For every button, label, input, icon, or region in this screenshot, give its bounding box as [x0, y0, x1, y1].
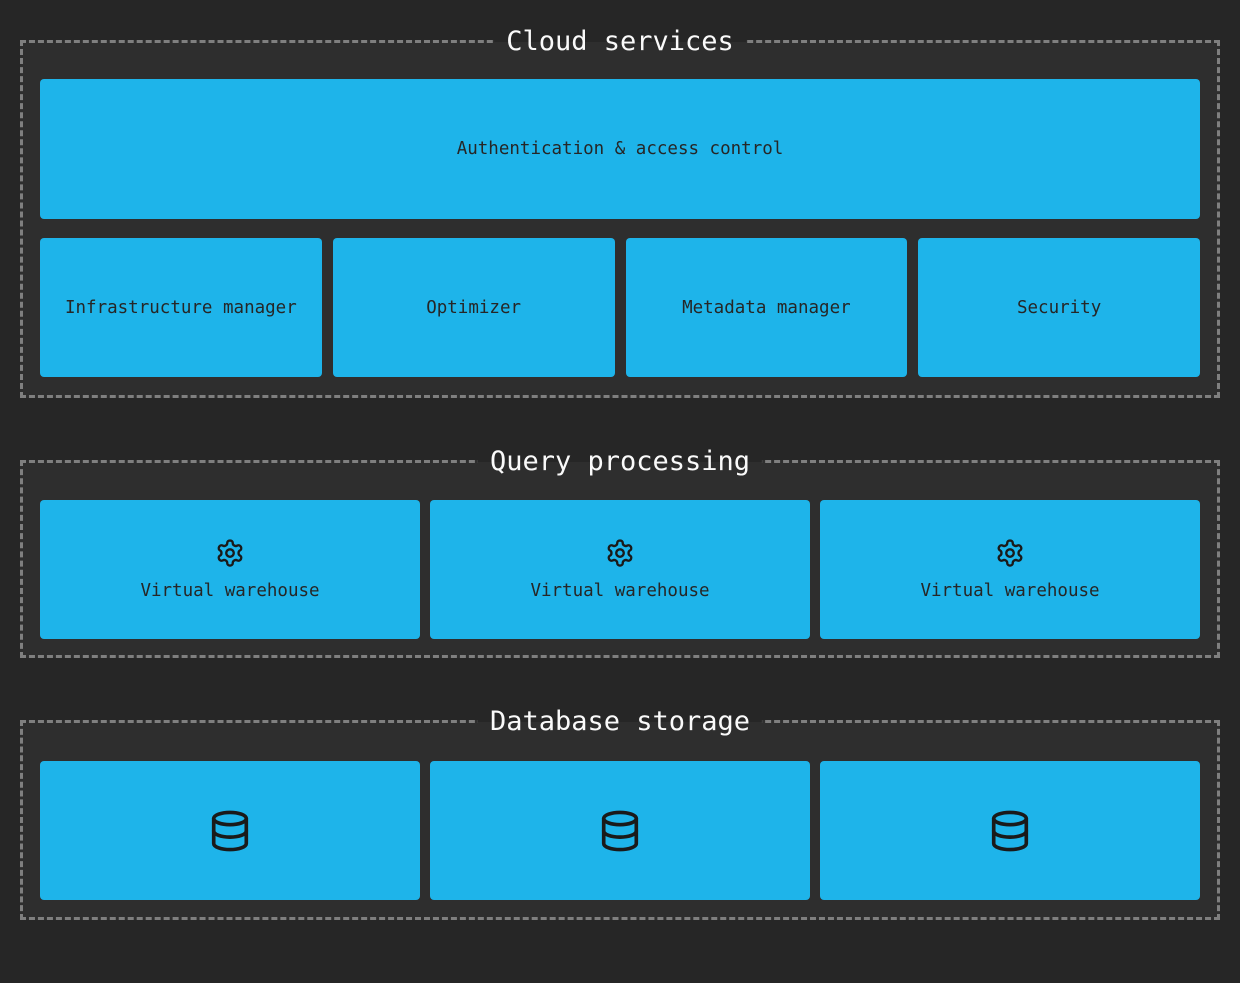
- database-icon: [597, 807, 643, 855]
- box-label: Optimizer: [426, 297, 522, 318]
- gear-icon: [605, 538, 635, 568]
- database-box: [820, 761, 1200, 900]
- section-query-processing: Query processing Virtual warehouse: [20, 441, 1220, 658]
- database-icon: [207, 807, 253, 855]
- box-label: Virtual warehouse: [920, 581, 1100, 601]
- storage-row: [40, 761, 1200, 900]
- section-title: Database storage: [477, 701, 763, 742]
- section-cloud-services: Cloud services Authentication & access c…: [20, 21, 1220, 398]
- box-label: Infrastructure manager: [64, 297, 297, 318]
- box-label: Virtual warehouse: [140, 581, 320, 601]
- security-box: Security: [918, 238, 1200, 377]
- infrastructure-manager-box: Infrastructure manager: [40, 238, 322, 377]
- database-box: [430, 761, 810, 900]
- box-label: Metadata manager: [682, 297, 851, 318]
- section-database-storage: Database storage: [20, 701, 1220, 920]
- gear-icon: [995, 538, 1025, 568]
- virtual-warehouse-box: Virtual warehouse: [820, 500, 1200, 639]
- box-label: Virtual warehouse: [530, 581, 710, 601]
- database-box: [40, 761, 420, 900]
- optimizer-box: Optimizer: [332, 238, 615, 377]
- section-body: Virtual warehouse Virtual warehouse: [23, 463, 1217, 655]
- warehouses-row: Virtual warehouse Virtual warehouse: [40, 500, 1200, 639]
- box-label: Authentication & access control: [456, 139, 784, 159]
- auth-access-control-box: Authentication & access control: [40, 79, 1200, 219]
- section-title: Cloud services: [494, 21, 746, 62]
- gear-icon: [215, 538, 245, 568]
- virtual-warehouse-box: Virtual warehouse: [40, 500, 420, 639]
- box-label: Security: [1016, 297, 1102, 318]
- metadata-manager-box: Metadata manager: [625, 238, 908, 377]
- section-body: [23, 723, 1217, 917]
- section-title: Query processing: [477, 441, 763, 482]
- database-icon: [987, 807, 1033, 855]
- cloud-services-row: Infrastructure manager Optimizer Metadat…: [40, 238, 1200, 377]
- architecture-diagram: Cloud services Authentication & access c…: [0, 21, 1240, 983]
- section-body: Authentication & access control Infrastr…: [23, 43, 1217, 395]
- virtual-warehouse-box: Virtual warehouse: [430, 500, 810, 639]
